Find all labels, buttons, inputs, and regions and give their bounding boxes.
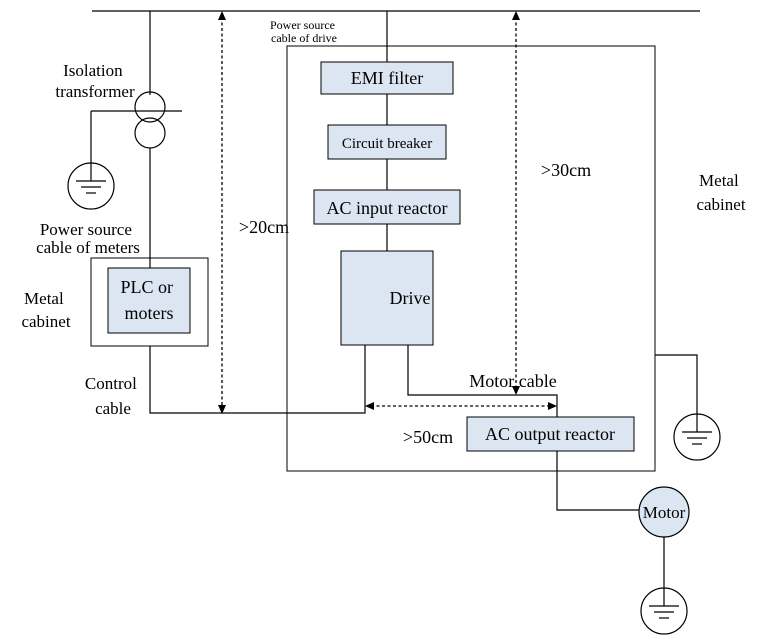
motor-cable-label: Motor cable — [469, 371, 556, 391]
control-cable-label: Control cable — [85, 374, 141, 418]
ac-output-reactor-box — [466, 416, 635, 452]
distance-30cm-arrow — [512, 11, 520, 395]
metal-cabinet-right-label: Metal cabinet — [696, 171, 745, 214]
motor-feed-line — [556, 451, 641, 511]
distance-50cm-arrow — [365, 402, 557, 410]
cabinet-ground-line — [655, 354, 698, 414]
motor-label: Motor — [643, 503, 686, 522]
ac-input-reactor-label: AC input reactor — [327, 198, 448, 218]
transformer-primary-coil — [134, 91, 166, 123]
power-source-meters-label: Power source cable of meters — [36, 220, 140, 257]
emi-filter-box — [320, 61, 454, 95]
metal-cabinet-left-label: Metal cabinet — [21, 289, 70, 331]
cabinet-ground-icon — [673, 413, 721, 461]
plc-box — [107, 267, 191, 334]
motor-ground-icon — [640, 587, 688, 635]
drive-box — [340, 250, 434, 346]
distance-20cm-arrow — [218, 11, 226, 414]
ac-input-reactor-box — [313, 189, 461, 225]
distance-30cm-label: >30cm — [541, 160, 591, 180]
plc-label: PLC or moters — [120, 277, 177, 323]
circuit-breaker-label: Circuit breaker — [342, 136, 432, 152]
ac-output-reactor-label: AC output reactor — [485, 424, 615, 444]
circuit-breaker-box — [327, 124, 447, 160]
ground-icon — [67, 162, 115, 210]
distance-50cm-label: >50cm — [403, 427, 453, 447]
emi-filter-label: EMI filter — [351, 68, 423, 88]
isolation-transformer-label: Isolation transformer — [55, 61, 135, 101]
power-source-drive-label: Power source cable of drive — [270, 18, 338, 45]
metal-cabinet-frame — [286, 45, 656, 472]
drive-label: Drive — [390, 288, 431, 308]
distance-20cm-label: >20cm — [239, 217, 289, 237]
control-cable-line — [149, 345, 366, 414]
